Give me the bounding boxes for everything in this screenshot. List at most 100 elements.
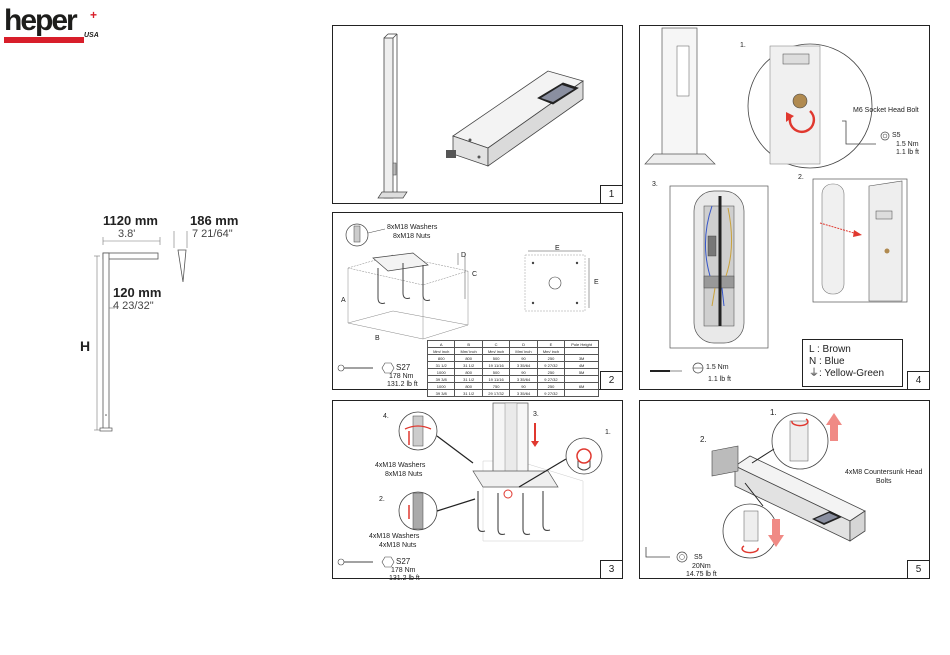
panel-3-step-3: 3. [533,411,539,418]
step-panel-3: 4. 3. 1. 2. 4xM18 Washers 8xM18 Nuts 4xM… [332,400,623,582]
panel-5-step-2: 2. [700,435,707,444]
head-width-mm: 186 mm [190,213,239,228]
legend-live-brown: L : Brown [809,344,851,355]
table-cell: 19 11/16 [481,375,511,383]
table-cell: 31 1/2 [454,389,483,397]
panel-4-illustration [644,27,908,374]
panel-2-label-b: B [375,335,380,342]
panel-4-torque-lbft: 1.1 lb ft [896,149,919,156]
table-cell [564,347,599,355]
panel-3-bottom-nuts: 4xM18 Nuts [379,542,417,549]
table-cell [564,389,599,397]
panel-2-label-e-side: E [594,279,599,286]
legend-earth-yellow-green: : Yellow-Green [819,368,885,379]
table-cell: D [509,340,538,348]
panel-3-illustration [337,402,603,568]
head-width-in: 7 21/64" [192,228,233,240]
panel-3-step-2: 2. [379,496,385,503]
brand-name: heper [4,4,78,37]
table-cell: 39 3/8 [426,389,456,397]
table-cell: 31 1/2 [454,375,483,383]
panel-4-step-2: 2. [798,174,804,181]
panel-3-bottom-washers: 4xM18 Washers [369,533,420,540]
table-cell: Mm/ inch [481,347,511,355]
height-label: H [80,338,91,354]
table-cell: 1000 [426,382,456,390]
table-cell: 9 27/32 [536,389,566,397]
panel-5-step-1: 1. [770,408,777,417]
pole-width-in: 4 23/32" [113,300,154,312]
step-panel-2: 8xM18 Washers 8xM18 Nuts A B C D E E S27… [332,212,623,397]
panel-5-torque-lbft: 14.75 lb ft [686,571,717,578]
panel-4-screwdriver-nm: 1.5 Nm [706,364,729,371]
panel-3-top-nuts: 8xM18 Nuts [385,471,423,478]
table-cell: 500 [481,368,511,376]
panel-5-tool-size: S5 [694,554,703,561]
brand-suffix: USA [84,32,99,39]
table-cell: 250 [536,368,566,376]
table-cell: 800 [454,368,483,376]
table-cell: Pole Height [564,340,599,348]
table-cell: 9 27/32 [536,361,566,369]
table-cell: Mm/ inch [454,347,483,355]
panel-2-label-a: A [341,297,346,304]
table-cell: B [454,340,483,348]
brand-underline [4,37,84,43]
table-cell: 800 [426,354,456,362]
panel-5-bolts-line1: 4xM8 Countersunk Head [845,469,923,476]
table-cell: 1000 [426,368,456,376]
panel-5-number: 5 [907,560,929,578]
panel-2-torque-nm: 178 Nm [389,373,414,380]
step-panel-4: 1. 2. 3. M6 Socket Head Bolt S5 1.5 Nm 1… [639,25,930,390]
panel-3-step-4: 4. [383,413,389,420]
table-cell: 9 27/32 [536,375,566,383]
panel-4-torque-nm: 1.5 Nm [896,141,919,148]
table-cell: 29 17/32 [481,389,511,397]
step-panel-5: 1. 2. 4xM8 Countersunk Head Bolts S5 20N… [639,400,930,579]
pole-outline-drawing [94,231,188,432]
panel-2-hardware-washers: 8xM18 Washers [387,224,438,231]
brand-logo: heper USA + [4,6,104,46]
wiring-color-legend: L : Brown N : Blue ⏚: Yellow-Green [802,339,903,387]
step-panel-1: 1 [332,25,623,204]
panel-5-illustration [645,412,866,563]
table-cell: 3 35/64 [509,389,538,397]
panel-5-bolts-line2: Bolts [876,478,892,485]
table-cell: Mm/ inch [509,347,538,355]
table-cell: 250 [536,354,566,362]
legend-earth-row: ⏚: Yellow-Green [809,368,896,380]
table-cell: 750 [481,382,511,390]
panel-2-torque-lbft: 131.2 lb ft [387,381,418,388]
table-cell: 4M [564,361,599,369]
table-cell: A [426,340,456,348]
panel-3-tool-size: S27 [396,557,411,566]
table-cell: 3 35/64 [509,375,538,383]
table-cell: 90 [509,382,538,390]
table-cell [564,375,599,383]
panel-1-illustration [377,33,584,199]
panel-2-label-d: D [461,252,467,259]
panel-4-screwdriver-lbft: 1.1 lb ft [708,376,731,383]
table-cell: 500 [481,354,511,362]
table-cell: 31 1/2 [454,361,483,369]
table-cell: 90 [509,368,538,376]
table-cell: 3M [564,354,599,362]
table-cell: 39 3/8 [426,375,456,383]
table-cell: E [536,340,566,348]
table-cell: 800 [454,382,483,390]
panel-1-number: 1 [600,185,622,203]
panel-2-number: 2 [600,371,622,389]
legend-neutral-blue: N : Blue [809,356,845,367]
panel-3-step-1: 1. [605,429,611,436]
panel-4-step-3: 3. [652,181,658,188]
earth-ground-icon: ⏚ [809,368,819,379]
panel-2-tool-size: S27 [396,363,411,372]
